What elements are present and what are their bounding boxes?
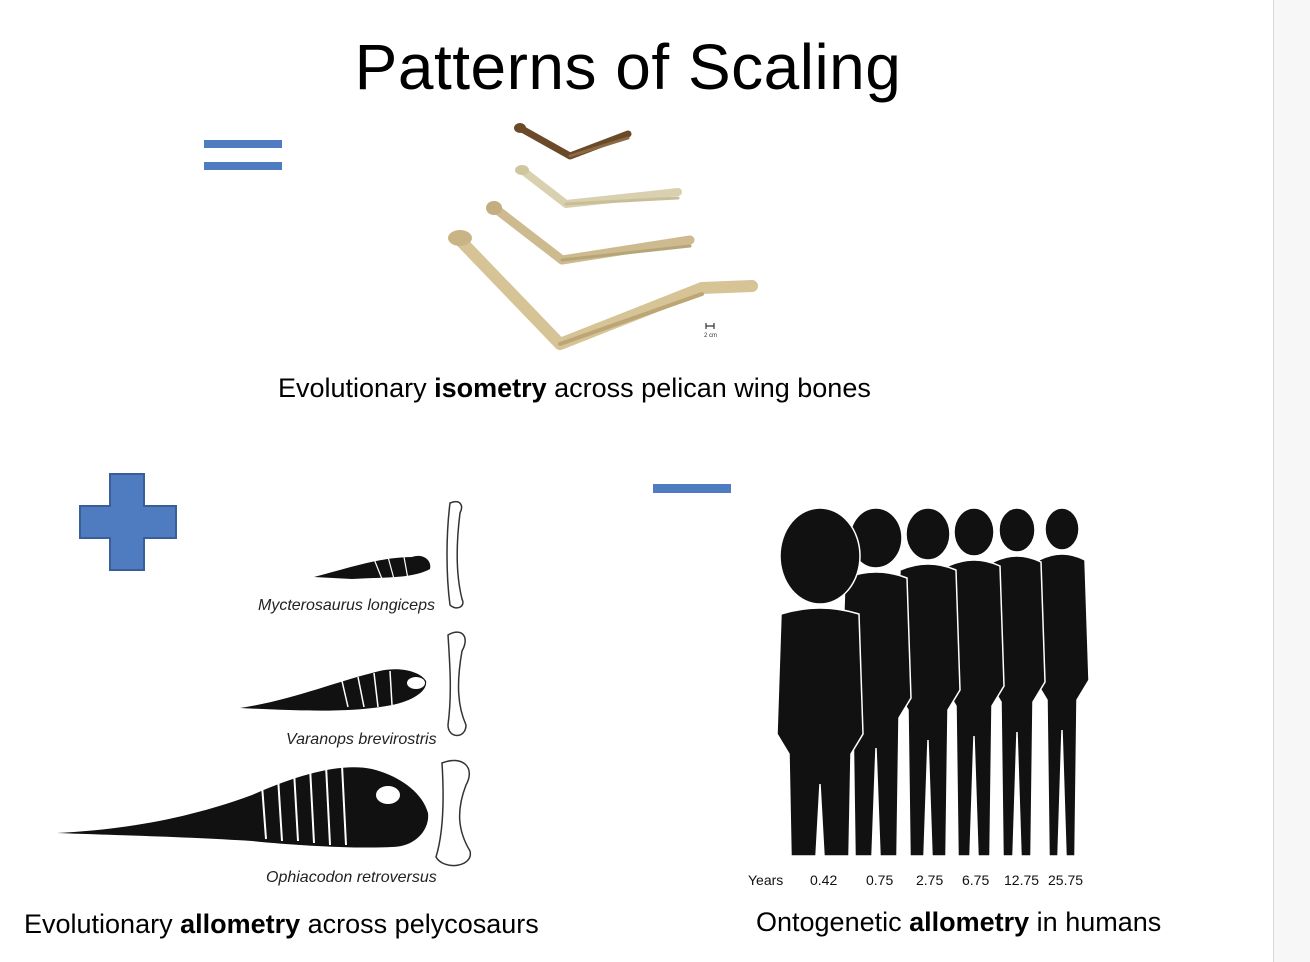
human-growth-figure: Years 0.42 0.75 2.75 6.75 12.75 25.75 bbox=[748, 507, 1090, 888]
human-silhouette-body bbox=[943, 559, 1005, 857]
species-label: Ophiacodon retroversus bbox=[266, 869, 437, 886]
human-silhouette-body bbox=[988, 555, 1046, 857]
plus-icon bbox=[79, 473, 177, 571]
equals-icon bbox=[204, 140, 282, 172]
caption-isometry: Evolutionary isometry across pelican win… bbox=[278, 373, 871, 403]
species-label: Varanops brevirostris bbox=[286, 731, 437, 748]
human-silhouette-head bbox=[953, 507, 995, 557]
age-label: 0.75 bbox=[866, 872, 893, 888]
age-label: 25.75 bbox=[1048, 872, 1083, 888]
years-axis-label: Years bbox=[748, 872, 783, 888]
age-label: 6.75 bbox=[962, 872, 989, 888]
pelican-wing-bones-figure: 2 cm bbox=[448, 123, 758, 350]
age-label: 2.75 bbox=[916, 872, 943, 888]
human-silhouette-head bbox=[998, 507, 1036, 553]
human-silhouette-head bbox=[779, 507, 861, 605]
scrollbar-track[interactable] bbox=[1273, 0, 1310, 962]
pelycosaur-skeletons-figure: Mycterosaurus longiceps Varanops breviro… bbox=[57, 501, 471, 886]
human-silhouette-body bbox=[1034, 553, 1090, 857]
scale-bar-label: 2 cm bbox=[704, 333, 717, 339]
minus-icon bbox=[653, 484, 731, 493]
species-label: Mycterosaurus longiceps bbox=[258, 597, 435, 614]
slide-title: Patterns of Scaling bbox=[354, 31, 902, 103]
caption-pelycosaurs: Evolutionary allometry across pelycosaur… bbox=[24, 909, 539, 939]
human-silhouette-head bbox=[905, 507, 951, 561]
age-label: 0.42 bbox=[810, 872, 837, 888]
human-silhouette-body bbox=[895, 563, 961, 857]
caption-humans: Ontogenetic allometry in humans bbox=[756, 907, 1162, 937]
slide: Patterns of Scaling bbox=[0, 0, 1273, 962]
age-label: 12.75 bbox=[1004, 872, 1039, 888]
human-silhouette-body bbox=[776, 607, 864, 857]
human-silhouette-head bbox=[1044, 507, 1080, 551]
